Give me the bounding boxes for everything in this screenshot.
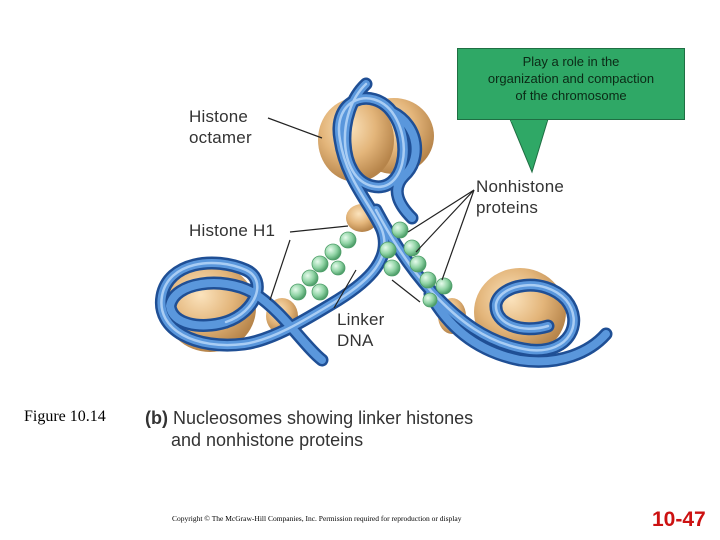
callout-line: Play a role in the	[522, 54, 620, 69]
label-line: DNA	[337, 331, 374, 350]
figure-caption: (b) Nucleosomes showing linker histones …	[145, 407, 473, 451]
label-histone-h1: Histone H1	[189, 221, 276, 240]
callout-pointer	[509, 118, 549, 174]
label-line: proteins	[476, 198, 539, 217]
leader-lines	[267, 117, 475, 309]
label-line: Nonhistone	[476, 177, 565, 196]
label-histone-octamer: Histone octamer	[189, 106, 252, 148]
label-linker-dna: Linker DNA	[337, 309, 385, 351]
callout-line: of the chromosome	[515, 88, 627, 103]
caption-line: Nucleosomes showing linker histones	[173, 408, 474, 428]
callout-line: organization and compaction	[487, 71, 655, 86]
caption-part: (b)	[145, 408, 168, 428]
caption-line: and nonhistone proteins	[171, 430, 364, 450]
callout-box: Play a role in the organization and comp…	[457, 48, 685, 120]
label-line: Linker	[337, 310, 385, 329]
copyright-notice: Copyright © The McGraw-Hill Companies, I…	[172, 514, 462, 523]
label-nonhistone-proteins: Nonhistone proteins	[476, 176, 564, 218]
label-line: Histone	[189, 107, 249, 126]
nonhistone-proteins	[289, 221, 453, 308]
slide-number: 10-47	[652, 508, 706, 531]
figure-label: Figure 10.14	[24, 408, 106, 425]
label-line: octamer	[189, 128, 252, 147]
